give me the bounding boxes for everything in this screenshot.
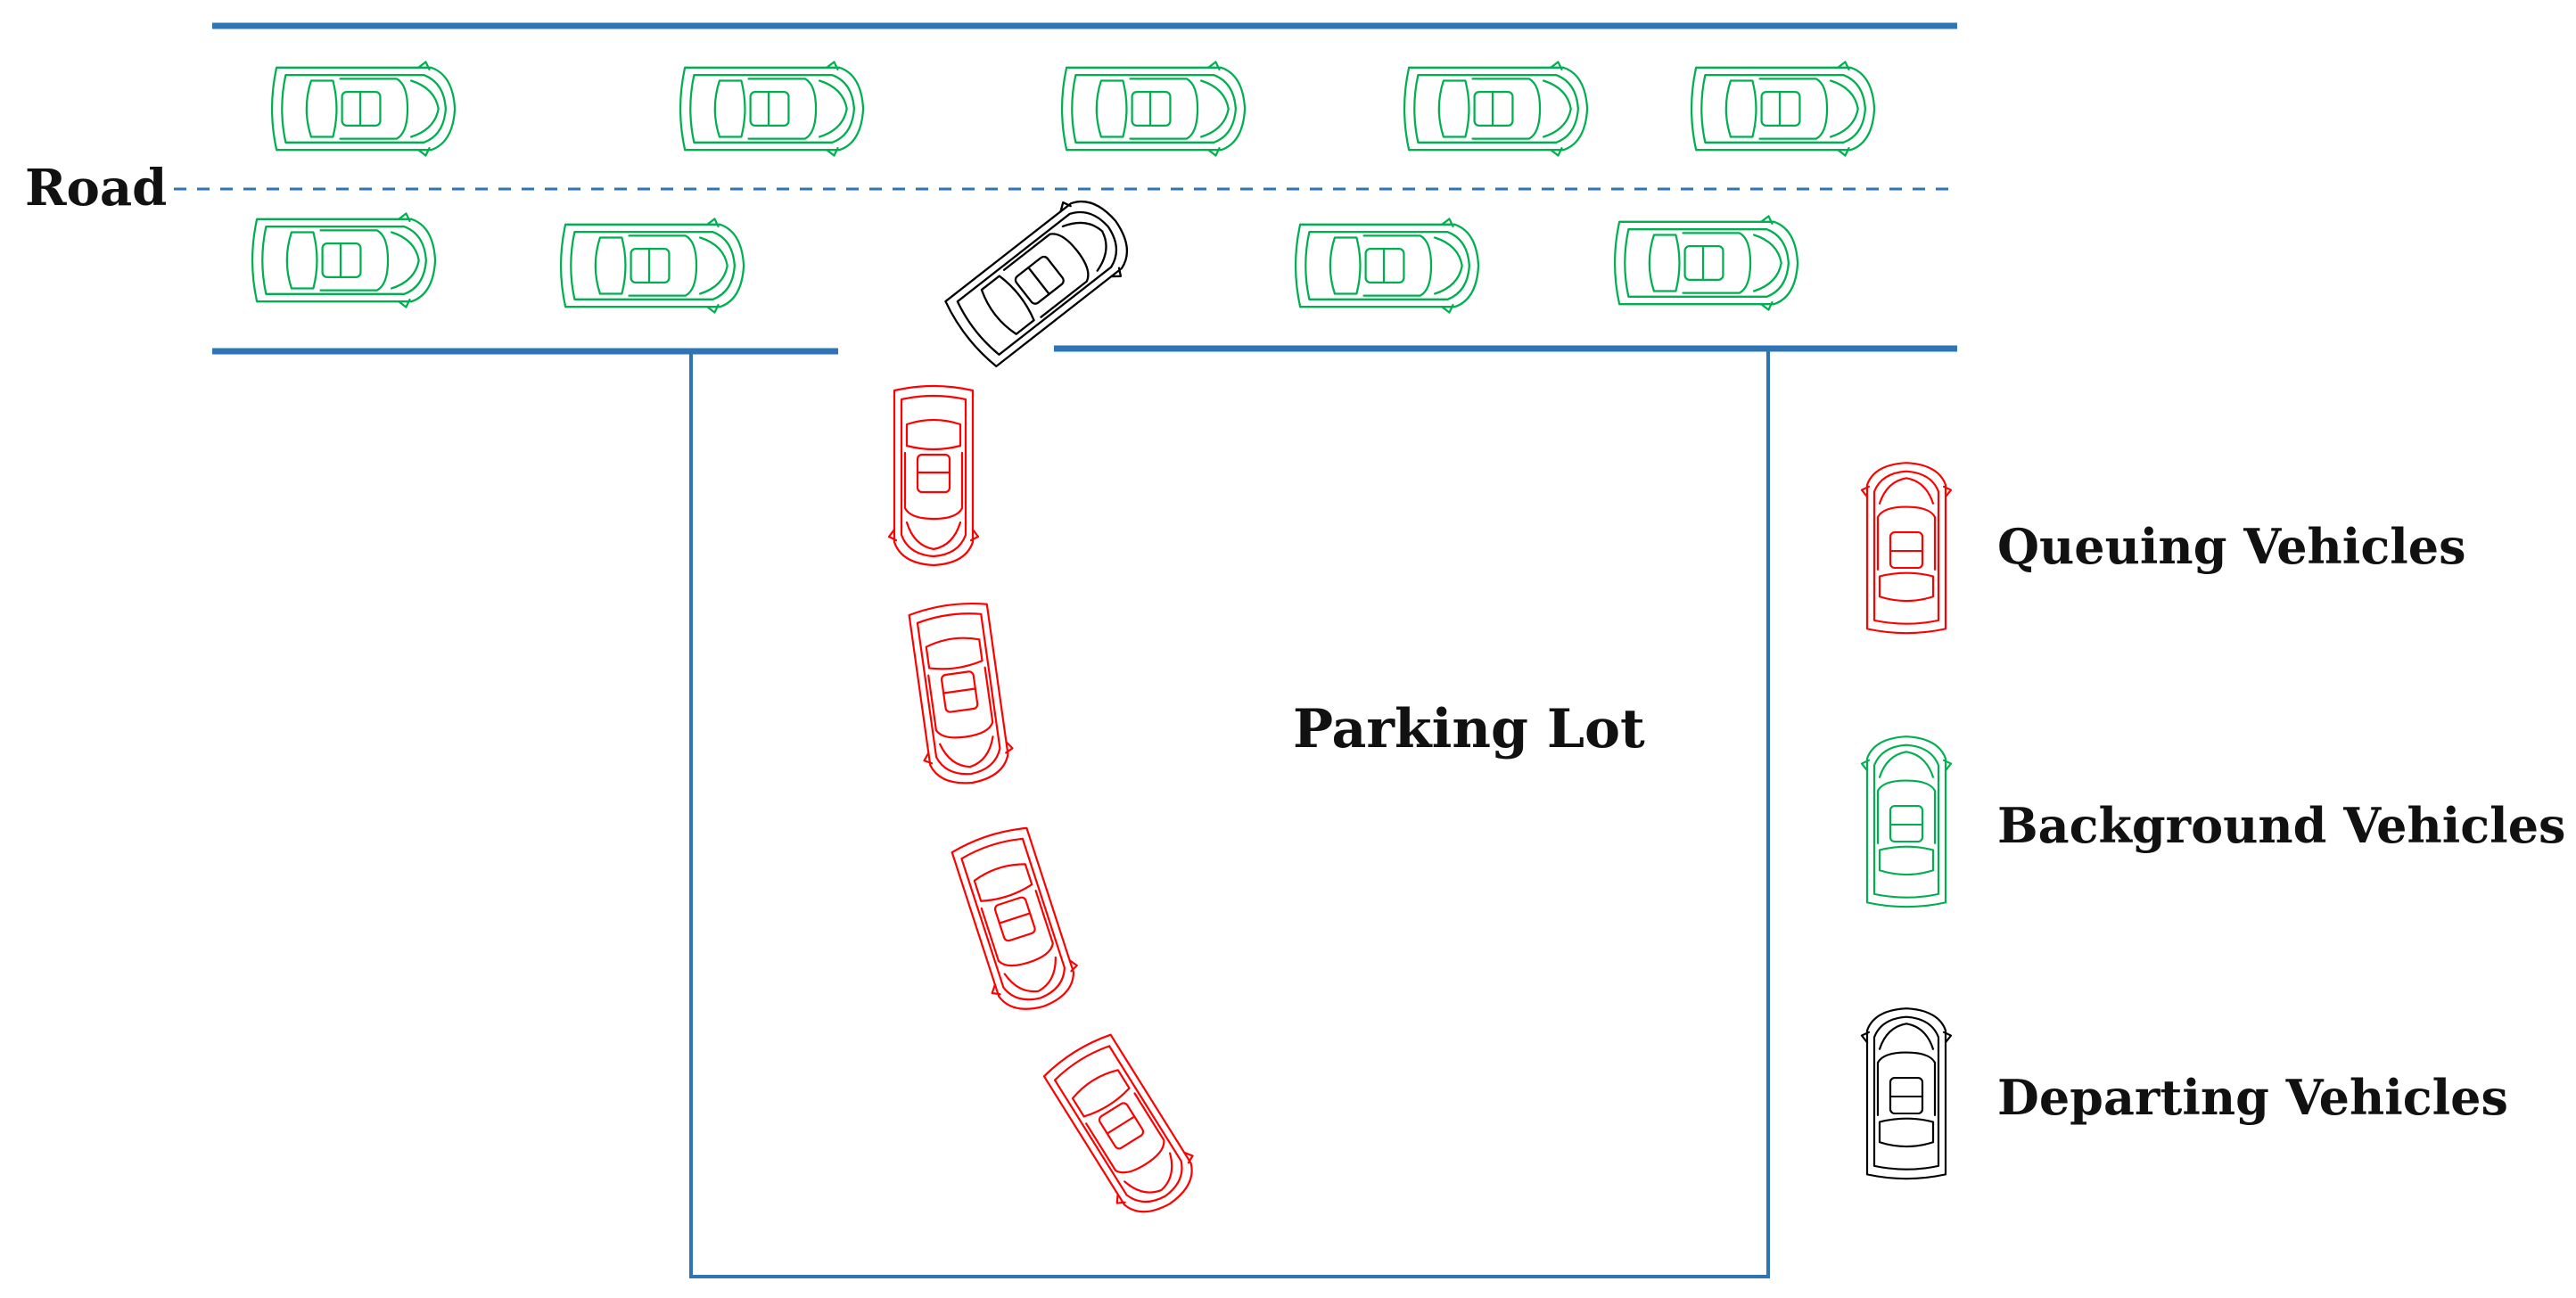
queuing-vehicles <box>887 384 1209 1228</box>
parking-lot-boundary <box>689 349 1770 1278</box>
background-vehicle <box>1613 215 1799 311</box>
queuing-vehicle <box>944 821 1087 1022</box>
departing-vehicle <box>937 183 1146 375</box>
background-vehicle <box>559 218 745 314</box>
legend-item-queuing: Queuing Vehicles <box>1860 462 2465 635</box>
road <box>174 22 1957 355</box>
parking-lot-label: Parking Lot <box>1293 698 1645 760</box>
background-vehicle <box>1690 61 1876 157</box>
background-vehicle <box>679 61 865 157</box>
legend-item-departing: Departing Vehicles <box>1860 1007 2508 1180</box>
departing-vehicles <box>937 183 1146 375</box>
legend-background-vehicle-icon <box>1860 735 1953 908</box>
legend-item-background: Background Vehicles <box>1860 735 2565 908</box>
queuing-vehicle <box>901 597 1018 791</box>
road-label: Road <box>25 159 167 218</box>
background-vehicles <box>251 61 1876 314</box>
legend-label-departing: Departing Vehicles <box>1997 1069 2508 1126</box>
background-vehicle <box>270 61 457 157</box>
background-vehicle <box>1294 218 1480 314</box>
legend-label-queuing: Queuing Vehicles <box>1997 518 2465 575</box>
legend-queuing-vehicle-icon <box>1860 462 1953 635</box>
background-vehicle <box>1060 61 1247 157</box>
legend-departing-vehicle-icon <box>1860 1007 1953 1180</box>
queuing-vehicle <box>1036 1027 1209 1228</box>
background-vehicle <box>251 212 437 308</box>
legend-label-background: Background Vehicles <box>1997 797 2565 854</box>
queuing-vehicle <box>887 384 980 567</box>
legend: Queuing Vehicles Background Vehicles Dep… <box>1860 462 2565 1180</box>
background-vehicle <box>1403 61 1589 157</box>
